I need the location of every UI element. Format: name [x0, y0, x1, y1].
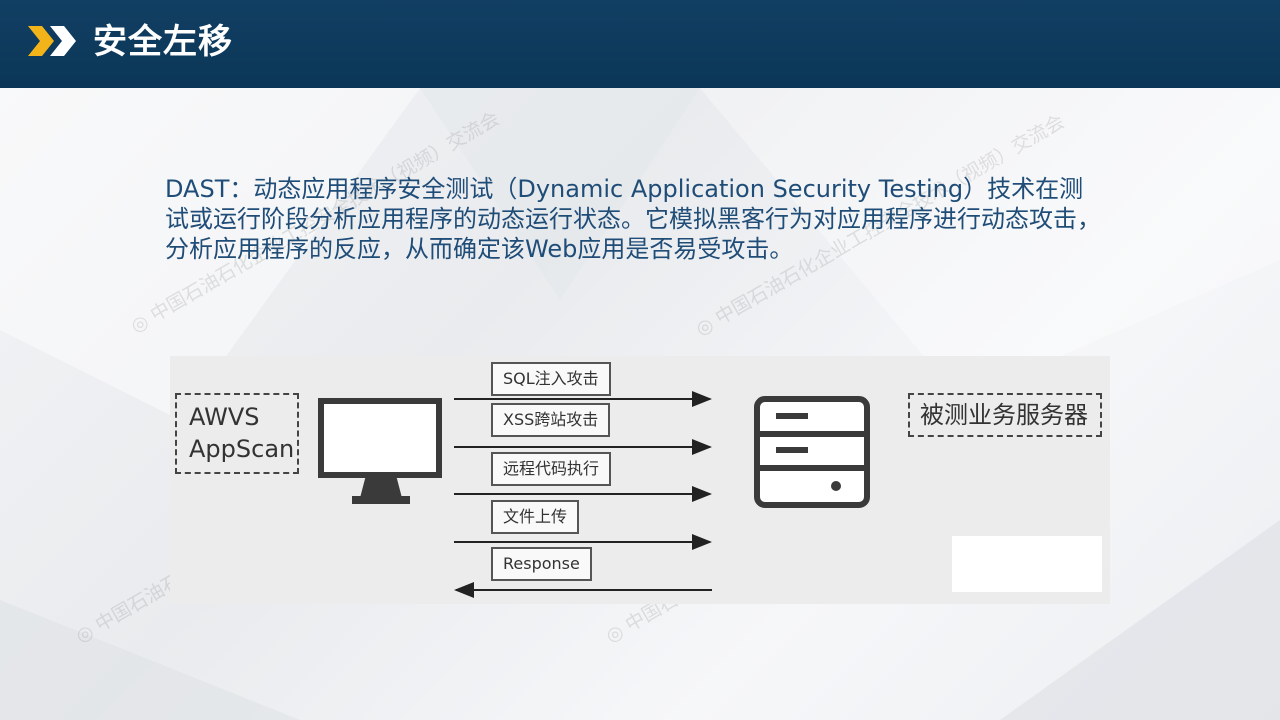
double-chevron-icon [28, 26, 76, 56]
tool-name: AppScan [189, 435, 295, 463]
pstc-logo-icon: ◎ [602, 620, 628, 648]
response-label: Response [491, 547, 592, 581]
blank-panel [952, 536, 1102, 592]
server-icon [754, 396, 870, 508]
tool-name: AWVS [189, 403, 260, 431]
arrows [454, 391, 712, 598]
target-server-box: 被测业务服务器 [908, 393, 1102, 437]
computer-monitor-icon [318, 398, 442, 504]
pstc-logo-icon: ◎ [72, 620, 98, 648]
header-bar: 安全左移 [0, 0, 1280, 88]
pstc-logo-icon: ◎ [127, 310, 153, 338]
dast-diagram: AWVS AppScan SQL注入攻击 XSS跨站攻击 远程代码执行 文件上传… [170, 356, 1110, 604]
page-title: 安全左移 [93, 22, 233, 62]
scanner-tools-box: AWVS AppScan [175, 393, 299, 474]
attack-label-sql: SQL注入攻击 [491, 362, 611, 396]
attack-label-upload: 文件上传 [491, 500, 580, 534]
attack-label-rce: 远程代码执行 [491, 452, 612, 486]
dast-description: DAST：动态应用程序安全测试（Dynamic Application Secu… [165, 175, 1101, 263]
attack-label-xss: XSS跨站攻击 [491, 403, 611, 437]
pstc-logo-icon: ◎ [692, 313, 718, 341]
